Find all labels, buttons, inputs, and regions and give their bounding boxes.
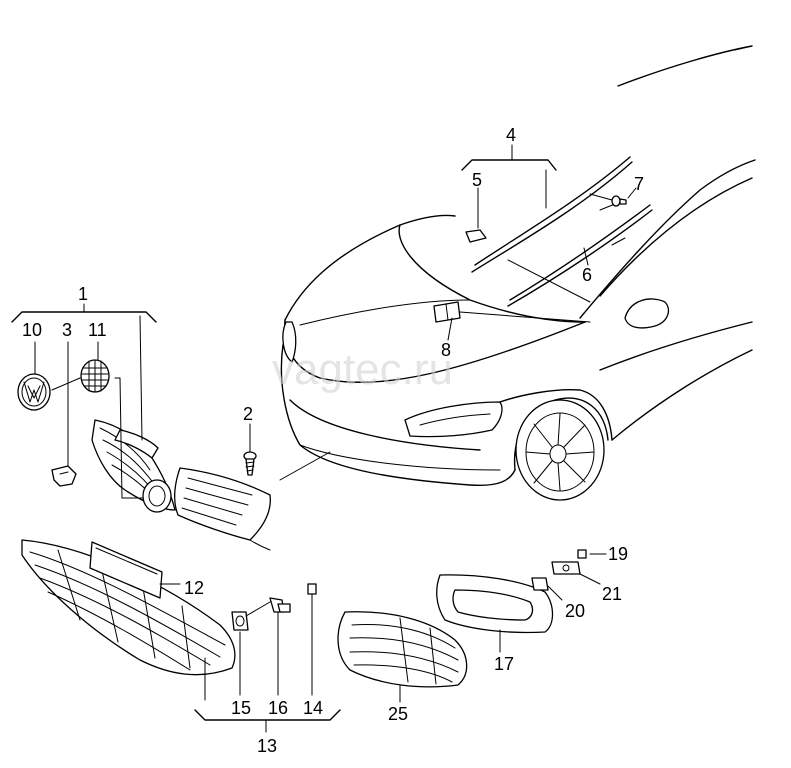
callout-11: 11 — [88, 320, 107, 340]
callout-12: 12 — [184, 578, 204, 598]
callout-10: 10 — [22, 320, 42, 340]
watermark-text: vagtec.ru — [272, 345, 453, 394]
callout-7: 7 — [634, 174, 644, 194]
callout-numbers: 1 2 3 4 5 6 7 8 10 11 12 13 14 15 16 17 … — [22, 125, 644, 756]
license-plate-bracket — [89, 541, 163, 599]
leader-lines — [11, 144, 637, 733]
callout-13: 13 — [257, 736, 277, 756]
fog-light-housing — [436, 574, 554, 634]
clip-20 — [531, 577, 549, 591]
callout-16: 16 — [268, 698, 288, 718]
car-body-outline — [280, 45, 756, 501]
roof-clip-5 — [465, 229, 487, 243]
callout-14: 14 — [303, 698, 323, 718]
clip-14 — [307, 583, 317, 595]
callout-3: 3 — [62, 320, 72, 340]
callout-6: 6 — [582, 265, 592, 285]
callout-21: 21 — [602, 584, 622, 604]
callout-19: 19 — [608, 544, 628, 564]
callout-2: 2 — [243, 404, 253, 424]
callout-4: 4 — [506, 125, 516, 145]
mesh-badge — [80, 359, 110, 393]
grille-clip — [51, 465, 77, 487]
rivet-7 — [589, 193, 627, 207]
callout-15: 15 — [231, 698, 251, 718]
badge-8 — [433, 301, 461, 323]
fog-light-grille — [337, 611, 468, 688]
callout-17: 17 — [494, 654, 514, 674]
callout-1: 1 — [78, 284, 88, 304]
callout-8: 8 — [441, 340, 451, 360]
front-wheel — [515, 399, 605, 501]
bracket-21 — [551, 561, 581, 575]
bracket-15 — [231, 611, 249, 631]
bracket-16 — [269, 597, 291, 613]
vw-emblem — [17, 373, 51, 411]
callout-5: 5 — [472, 170, 482, 190]
screw — [243, 451, 257, 476]
radiator-grille — [91, 419, 271, 551]
clip-19 — [577, 549, 587, 559]
callout-20: 20 — [565, 601, 585, 621]
callout-25: 25 — [388, 704, 408, 724]
